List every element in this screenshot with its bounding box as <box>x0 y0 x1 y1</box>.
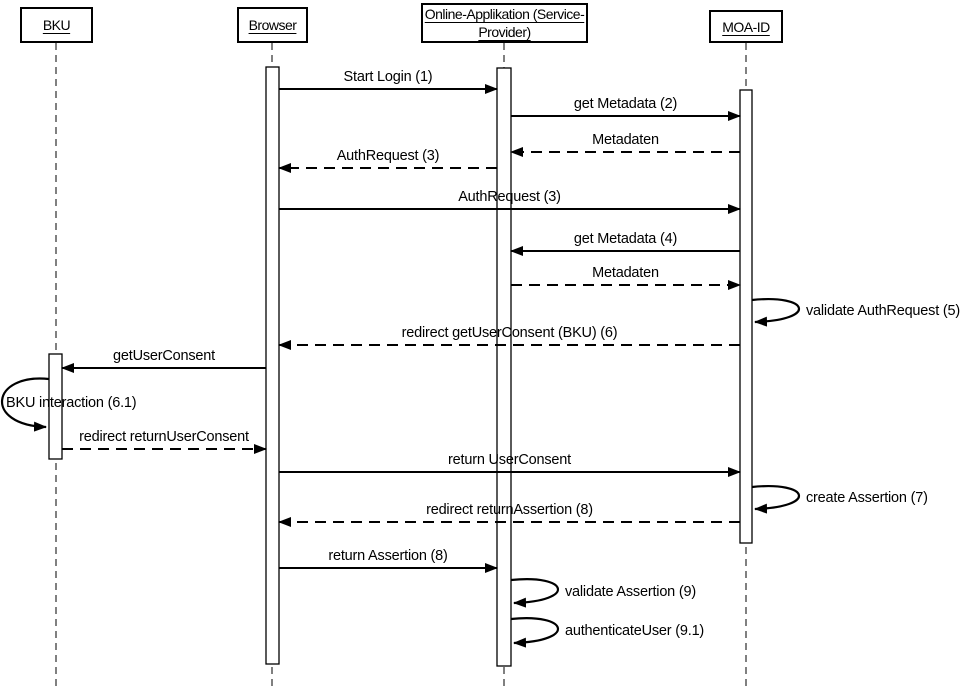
actor-label-service-provider: Online-Applikation (Service- <box>424 6 585 22</box>
self-message-arrow-2 <box>1 377 50 432</box>
activation-bar-browser <box>265 66 280 665</box>
actor-label-browser: Browser <box>248 17 297 33</box>
actor-box-service-provider: Online-Applikation (Service- Provider) <box>421 3 588 43</box>
self-message-arrow-4 <box>510 578 560 608</box>
activation-bar-service-provider <box>496 67 512 667</box>
message-label-9: getUserConsent <box>113 348 215 364</box>
message-label-3: Metadaten <box>592 132 659 148</box>
self-message-arrow-3 <box>751 485 801 514</box>
message-label-4: AuthRequest (3) <box>336 148 440 164</box>
self-message-label-2: BKU interaction (6.1) <box>6 395 137 411</box>
self-message-arrow-1 <box>751 298 801 327</box>
self-message-label-1: validate AuthRequest (5) <box>806 303 960 319</box>
actor-box-browser: Browser <box>237 7 308 43</box>
message-label-2: get Metadata (2) <box>573 96 678 112</box>
message-label-1: Start Login (1) <box>343 69 433 85</box>
actor-label-moa-id: MOA-ID <box>722 18 770 35</box>
self-message-label-3: create Assertion (7) <box>806 490 928 506</box>
message-label-10: redirect returnUserConsent <box>79 429 249 445</box>
activation-bar-moa-id <box>739 89 753 544</box>
message-label-13: return Assertion (8) <box>328 548 448 564</box>
message-label-7: Metadaten <box>592 265 659 281</box>
self-message-label-5: authenticateUser (9.1) <box>565 623 705 639</box>
message-label-8: redirect getUserConsent (BKU) (6) <box>401 325 618 341</box>
message-label-6: get Metadata (4) <box>573 231 678 247</box>
actor-box-bku: BKU <box>20 7 93 43</box>
activation-bar-bku <box>48 353 63 460</box>
message-label-12: redirect returnAssertion (8) <box>426 502 593 518</box>
self-message-arrow-5 <box>510 617 560 648</box>
message-label-11: return UserConsent <box>448 452 571 468</box>
actor-box-moa-id: MOA-ID <box>709 10 783 43</box>
actor-label-service-provider: Provider) <box>478 24 531 40</box>
message-label-5: AuthRequest (3) <box>458 189 561 205</box>
actor-label-bku: BKU <box>42 17 71 33</box>
self-message-label-4: validate Assertion (9) <box>565 583 696 600</box>
